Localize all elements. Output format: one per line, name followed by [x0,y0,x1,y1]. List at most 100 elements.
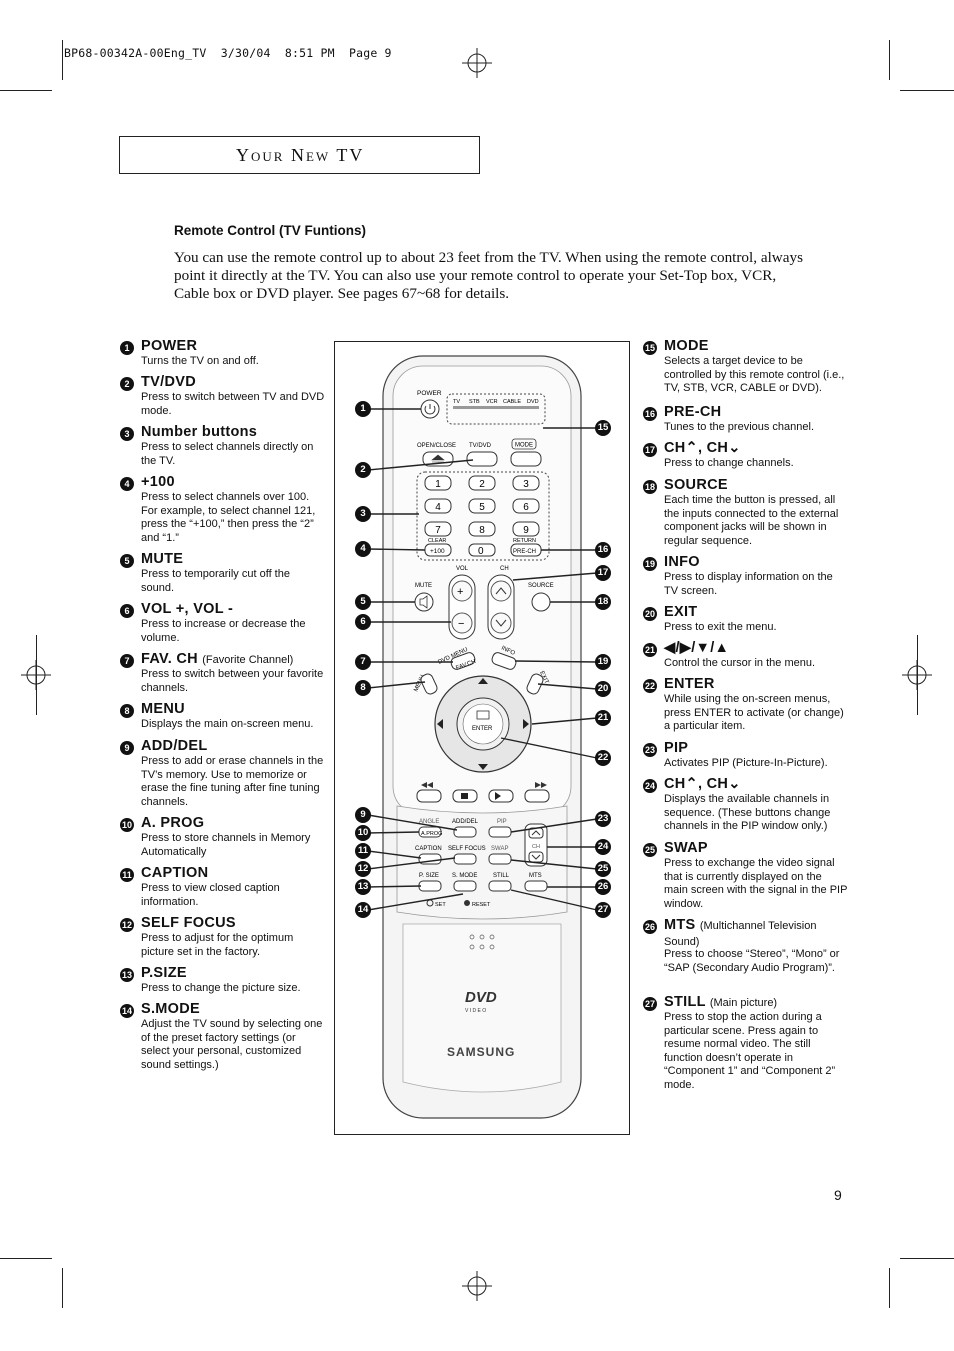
item-note: (Favorite Channel) [202,654,294,666]
svg-text:CABLE: CABLE [503,399,521,405]
svg-text:SWAP: SWAP [491,846,508,852]
svg-text:PIP: PIP [497,819,507,825]
item-description: Displays the available channels in seque… [664,793,831,833]
callout-badge-3: 3 [355,506,371,522]
svg-text:STILL: STILL [493,873,510,879]
crop-mark [0,90,52,91]
item-description: Displays the main on-screen menu. [141,718,314,730]
self-focus-button [453,853,477,865]
svg-text:0: 0 [478,546,484,557]
callout-badge-1: 1 [355,401,371,417]
item-number-badge: 21 [643,643,657,657]
item-note: (Multichannel Television Sound) [664,920,817,948]
item-number-badge: 12 [120,918,134,932]
item-description: Press to view closed caption information… [141,882,280,908]
svg-text:SAMSUNG: SAMSUNG [447,1045,515,1059]
registration-mark-icon [902,660,932,690]
page-number: 9 [834,1187,842,1203]
item-number-badge: 10 [120,818,134,832]
item-title: SELF FOCUS [141,915,236,931]
item-title: CH⌃, CH⌄ [664,776,741,792]
item-description: Press to change channels. [664,457,794,469]
item-number-badge: 27 [643,997,657,1011]
svg-text:RESET: RESET [472,902,491,908]
callout-badge-12: 12 [355,861,371,877]
svg-text:TV/DVD: TV/DVD [469,443,492,449]
svg-text:6: 6 [523,502,529,513]
callout-badge-18: 18 [595,594,611,610]
item-number-badge: 11 [120,868,134,882]
item-description: Press to choose “Stereo”, “Mono” or “SAP… [664,948,840,974]
item-number-badge: 6 [120,604,134,618]
svg-text:ANGLE: ANGLE [419,819,439,825]
callout-badge-16: 16 [595,542,611,558]
mode-led-group [446,393,546,425]
svg-text:DVD: DVD [465,989,497,1006]
remote-control: POWER TV STB VCR CABLE DVD OPEN/CLOSE TV… [367,355,598,1119]
svg-text:STB: STB [469,399,480,405]
item-title: STILL (Main picture) [664,994,778,1010]
tv-dvd-button [466,451,498,467]
svg-text:INFO: INFO [500,645,516,657]
item-description: Press to store channels in Memory Automa… [141,832,311,858]
svg-text:CH: CH [500,566,509,572]
item-number-badge: 18 [643,480,657,494]
svg-text:EXIT: EXIT [538,670,549,685]
svg-text:CAPTION: CAPTION [415,846,442,852]
item-title: +100 [141,474,175,490]
svg-text:VCR: VCR [486,399,498,405]
svg-text:−: − [458,618,464,630]
page-subtitle: Remote Control (TV Funtions) [174,223,366,238]
callout-badge-17: 17 [595,565,611,581]
intro-paragraph: You can use the remote control up to abo… [174,249,804,302]
svg-text:ADD/DEL: ADD/DEL [452,819,479,825]
callout-badge-14: 14 [355,902,371,918]
svg-text:S. MODE: S. MODE [452,873,477,879]
item-title: MODE [664,338,709,354]
callout-badge-15: 15 [595,420,611,436]
item-description: Press to select channels over 100. For e… [141,491,316,544]
callout-badge-21: 21 [595,710,611,726]
item-description: Press to change the picture size. [141,982,301,994]
item-title: ADD/DEL [141,738,208,754]
svg-text:3: 3 [523,479,529,490]
still-button [488,880,512,892]
svg-text:TV: TV [453,399,460,405]
svg-text:MTS: MTS [529,873,542,879]
svg-text:SELF FOCUS: SELF FOCUS [448,846,486,852]
item-description: Press to stop the action during a partic… [664,1011,836,1091]
callout-badge-9: 9 [355,807,371,823]
svg-text:SOURCE: SOURCE [528,583,554,589]
item-description: Press to switch between your favorite ch… [141,668,324,694]
mute-button [414,592,434,612]
item-title: S.MODE [141,1001,200,1017]
svg-text:5: 5 [479,502,485,513]
exit-button [526,673,544,695]
pip-button [488,826,512,838]
svg-text:ENTER: ENTER [472,726,493,732]
info-button [491,652,517,670]
item-number-badge: 3 [120,427,134,441]
item-number-badge: 5 [120,554,134,568]
mode-button [510,451,542,467]
up-arrow-icon [478,678,488,684]
svg-text:4: 4 [435,502,441,513]
item-note: (Main picture) [709,997,778,1009]
source-button [531,592,551,612]
item-number-badge: 15 [643,341,657,355]
item-description: Press to add or erase channels in the TV… [141,755,324,808]
svg-text:DVD: DVD [527,399,539,405]
item-number-badge: 9 [120,741,134,755]
callout-badge-25: 25 [595,861,611,877]
down-arrow-icon [478,764,488,770]
svg-text:MUTE: MUTE [415,583,432,589]
item-title: FAV. CH (Favorite Channel) [141,651,294,667]
callout-badge-7: 7 [355,654,371,670]
mts-button [524,880,548,892]
svg-text:VOL: VOL [456,566,469,572]
item-number-badge: 17 [643,443,657,457]
item-title: P.SIZE [141,965,187,981]
registration-mark-icon [462,48,492,78]
item-title: Number buttons [141,424,258,440]
svg-text:2: 2 [479,479,485,490]
